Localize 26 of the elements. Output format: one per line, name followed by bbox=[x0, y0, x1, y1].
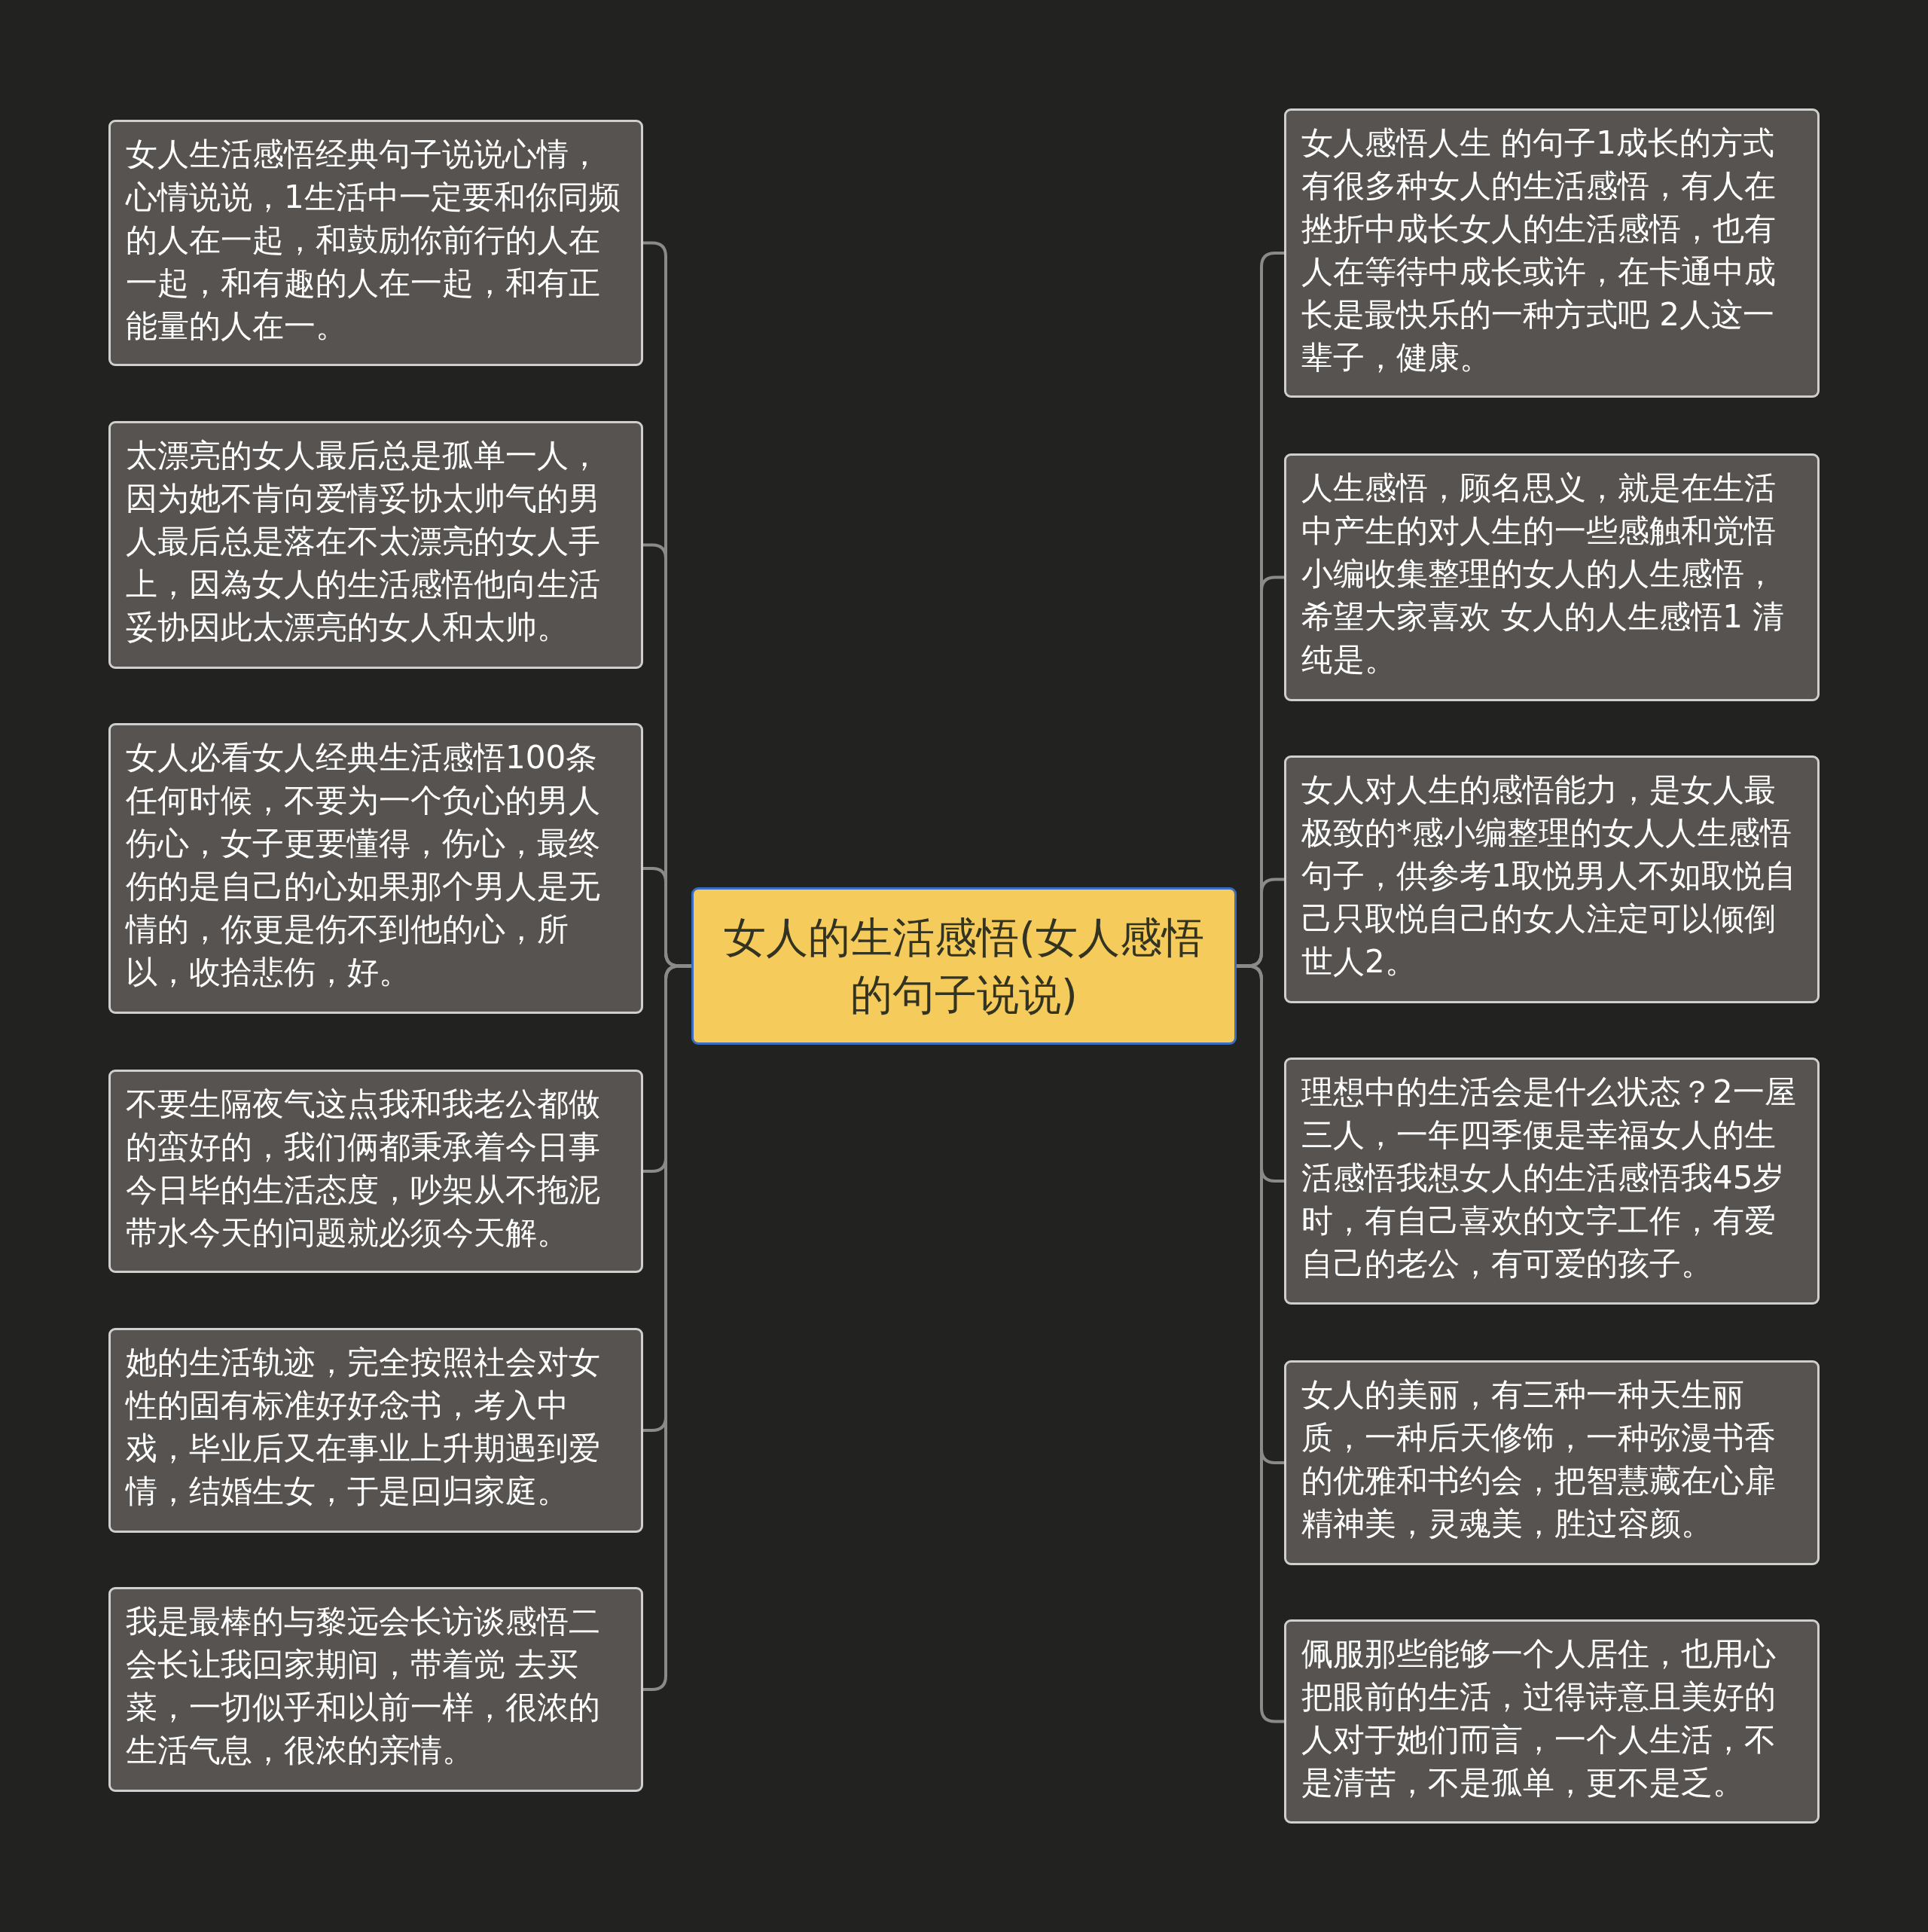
note-box bbox=[1284, 755, 1820, 1003]
note-box bbox=[108, 120, 643, 366]
note-box bbox=[108, 1587, 643, 1792]
note-text: 理想中的生活会是什么状态？2一屋三人，一年四季便是幸福女人的生活感悟我想女人的生活感悟我45岁时，有自己喜欢的文字工作，有爱自己的老公，有可爱的孩子。 bbox=[1301, 1073, 1797, 1283]
topic-text: 女人的生活感悟(女人感悟的句子说说) bbox=[723, 911, 1205, 1021]
note-text: 太漂亮的女人最后总是孤单一人，因为她不肯向爱情妥协太帅气的男人最后总是落在不太漂亮的女人手上，因為女人的生活感悟他向生活妥协因此太漂亮的女人和太帅。 bbox=[126, 436, 601, 647]
note-text: 女人生活感悟经典句子说说心情，心情说说，1生活中一定要和你同频的人在一起，和鼓励你前行的人在一起，和有趣的人在一起，和有正能量的人在一。 bbox=[126, 135, 621, 346]
note-text: 女人必看女人经典生活感悟100条任何时候，不要为一个负心的男人伤心，女子更要懂得，伤心，最终伤的是自己的心如果那个男人是无情的，你更是伤不到他的心，所以，收拾悲伤，好。 bbox=[126, 738, 601, 992]
note-box bbox=[108, 1070, 643, 1273]
note-text: 女人的美丽，有三种一种天生丽质，一种后天修饰，一种弥漫书香的优雅和书约会，把智慧藏在心扉精神美，灵魂美，胜过容颜。 bbox=[1301, 1375, 1777, 1543]
note-text: 人生感悟，顾名思义，就是在生活中产生的对人生的一些感触和觉悟小编收集整理的女人的人生感悟，希望大家喜欢 女人的人生感悟1 清纯是。 bbox=[1301, 469, 1786, 679]
note-box bbox=[1284, 1058, 1820, 1305]
note-box bbox=[108, 421, 643, 669]
note-text: 女人感悟人生 的句子1成长的方式有很多种女人的生活感悟，有人在挫折中成长女人的生活感悟，也有人在等待中成长或许，在卡通中成长是最快乐的一种方式吧 2人这一辈子，健康。 bbox=[1301, 124, 1777, 377]
note-text: 佩服那些能够一个人居住，也用心把眼前的生活，过得诗意且美好的人对于她们而言，一个人生活，不是清苦，不是孤单，更不是乏。 bbox=[1301, 1634, 1777, 1802]
note-box bbox=[108, 723, 643, 1014]
note-box bbox=[108, 1328, 643, 1533]
topic-box bbox=[691, 887, 1237, 1045]
note-text: 女人对人生的感悟能力，是女人最极致的*感小编整理的女人人生感悟句子，供参考1取悦男人不如取悦自己只取悦自己的女人注定可以倾倒世人2。 bbox=[1301, 771, 1797, 981]
note-text: 我是最棒的与黎远会长访谈感悟二会长让我回家期间，带着觉 去买菜，一切似乎和以前一样，很浓的生活气息，很浓的亲情。 bbox=[126, 1602, 601, 1770]
note-box bbox=[1284, 1619, 1820, 1824]
note-box bbox=[1284, 1360, 1820, 1565]
note-box bbox=[1284, 108, 1820, 398]
note-box bbox=[1284, 453, 1820, 701]
note-text: 不要生隔夜气这点我和我老公都做的蛮好的，我们俩都秉承着今日事今日毕的生活态度，吵架从不拖泥带水今天的问题就必须今天解。 bbox=[126, 1085, 601, 1253]
note-text: 她的生活轨迹，完全按照社会对女性的固有标准好好念书，考入中戏，毕业后又在事业上升期遇到爱情，结婚生女，于是回归家庭。 bbox=[126, 1343, 601, 1511]
